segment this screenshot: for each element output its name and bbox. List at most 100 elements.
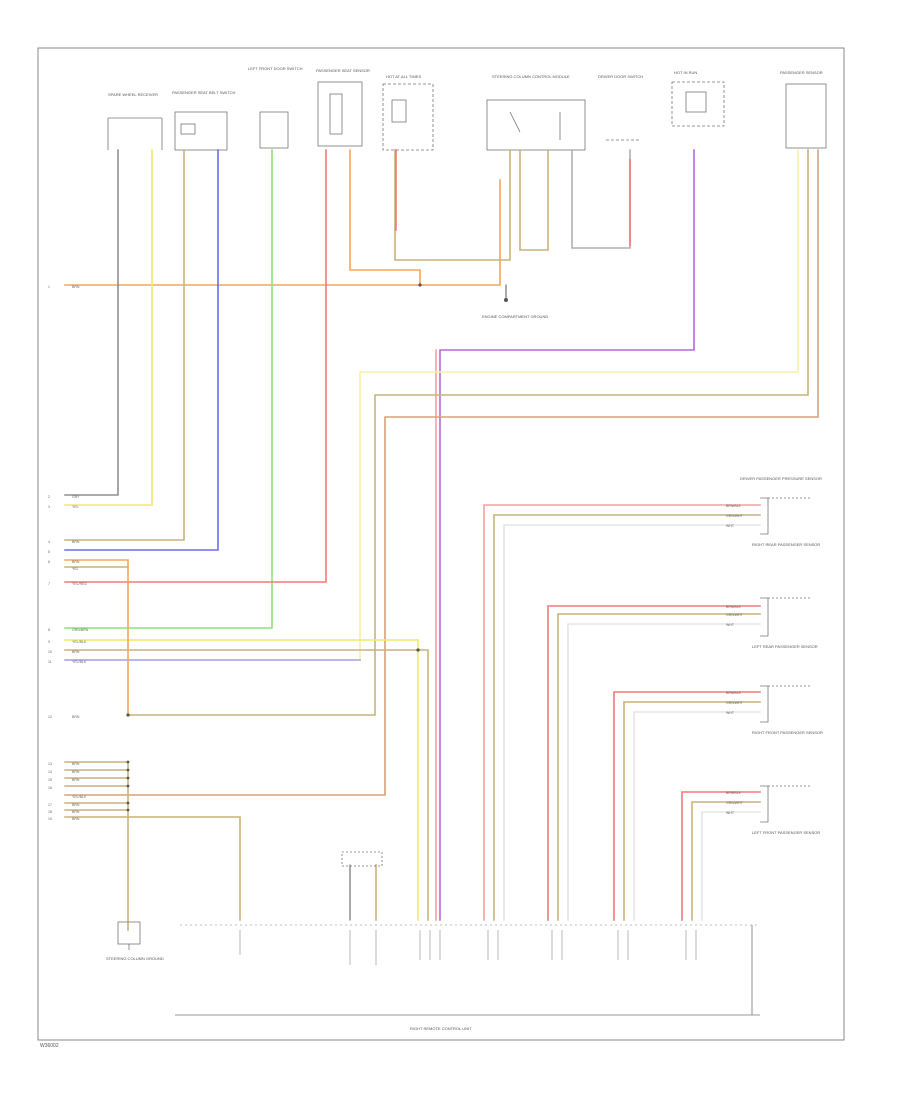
svg-text:14: 14 <box>48 770 52 774</box>
wire-yellow-mid <box>64 639 419 921</box>
left-wire-label-17: BRN <box>72 810 80 814</box>
sensor3-wire-white <box>633 711 761 921</box>
s2-pin-1: BRN/BLK <box>726 605 742 609</box>
wire-violet <box>439 149 695 921</box>
left-wire-label-15: YEL/BLK <box>72 795 87 799</box>
top-label-5: HOT AT ALL TIMES <box>386 74 421 79</box>
sensor1-title: DRIVER PASSENGER PRESSURE SENSOR <box>740 476 822 481</box>
wire-tan-1 <box>394 149 511 261</box>
sensor3-wire-red <box>613 691 761 921</box>
svg-text:13: 13 <box>48 762 52 766</box>
sensor1-caption: RIGHT REAR PASSENGER SENSOR <box>752 542 820 547</box>
bottom-module: RIGHT REMOTE CONTROL UNIT <box>175 924 760 1031</box>
left-wire-label-7: GRN/BRN <box>72 628 89 632</box>
top-components <box>107 81 827 151</box>
left-wire-label-10: YEL/BLK <box>72 660 87 664</box>
s1-pin-3: WHT <box>726 524 735 528</box>
left-wire-label-0: BRN <box>72 285 80 289</box>
steering-ground-box <box>341 851 383 867</box>
svg-text:8: 8 <box>48 628 50 632</box>
left-ground-component <box>117 921 141 950</box>
component-spare-wheel-receiver <box>107 117 163 150</box>
sensor-pin-labels: BRN/BLK GRN/WHT WHT BRN/BLK GRN/WHT WHT … <box>726 504 744 815</box>
top-label-8: HOT IN RUN <box>674 70 697 75</box>
s1-pin-1: BRN/BLK <box>726 504 742 508</box>
wire-tan-sensor <box>129 149 809 716</box>
sensor4-wire-white <box>701 811 761 921</box>
left-wire-label-9: BRN <box>72 650 80 654</box>
svg-text:2: 2 <box>48 495 50 499</box>
component-passenger-sensor <box>785 83 827 149</box>
s3-pin-1: BRN/BLK <box>726 691 742 695</box>
wire-red-left <box>64 149 327 583</box>
diagram-frame <box>37 47 845 1041</box>
s2-pin-3: WHT <box>726 623 735 627</box>
sensor4-caption: LEFT FRONT PASSENGER SENSOR <box>752 830 820 835</box>
sensor2-caption: LEFT REAR PASSENGER SENSOR <box>752 644 818 649</box>
top-label-6: STEERING COLUMN CONTROL MODULE <box>492 74 570 79</box>
svg-text:19: 19 <box>48 817 52 821</box>
sensor3-caption: RIGHT FRONT PASSENGER SENSOR <box>752 730 823 735</box>
wire-lightyellow-sensor <box>359 149 799 661</box>
top-label-2: PASSENGER SEAT BELT SWITCH <box>172 90 236 95</box>
top-label-9: PASSENGER SENSOR <box>780 70 823 75</box>
sensor4-wire-red <box>681 791 761 921</box>
top-label-1: SPARE WHEEL RECEIVER <box>108 92 158 97</box>
component-left-front-door-switch <box>259 111 289 149</box>
svg-text:6: 6 <box>48 560 50 564</box>
sensor2-wire-red <box>547 605 761 921</box>
sensor3-wire-tan <box>623 701 761 921</box>
left-wire-label-3: BRN <box>72 540 80 544</box>
left-wire-label-2: YEL <box>72 505 79 509</box>
wire-tan-2 <box>519 149 549 251</box>
left-wire-label-1: GRY <box>72 495 80 499</box>
sensor1-wire-white <box>503 524 761 921</box>
left-wire-label-4: BRN <box>72 560 80 564</box>
wire-tan-mid <box>64 649 429 921</box>
left-pin-numbers: 1 2 3 4 5 6 7 8 9 10 11 12 13 14 15 16 1… <box>48 285 52 821</box>
svg-text:12: 12 <box>48 715 52 719</box>
wire-gray-left <box>64 149 119 496</box>
s4-pin-1: BRN/BLK <box>726 791 742 795</box>
top-component-labels: SPARE WHEEL RECEIVER PASSENGER SEAT BELT… <box>108 66 823 97</box>
wire-brn-sensor <box>64 149 819 796</box>
wire-tan-left <box>64 149 185 541</box>
wire-gray-1 <box>571 149 631 249</box>
left-wire-label-16: BRN <box>72 803 80 807</box>
s3-pin-2: GRN/WHT <box>726 701 744 705</box>
component-steering-column-module <box>486 99 586 151</box>
svg-text:17: 17 <box>48 803 52 807</box>
left-wire-label-11: BRN <box>72 715 80 719</box>
bottom-module-label: RIGHT REMOTE CONTROL UNIT <box>410 1026 472 1031</box>
s4-pin-2: GRN/WHT <box>726 801 744 805</box>
component-passenger-seat-sensor <box>317 81 363 147</box>
s3-pin-3: WHT <box>726 711 735 715</box>
s4-pin-3: WHT <box>726 811 735 815</box>
wire-blue-left <box>64 149 219 551</box>
wire-yellow-left <box>64 149 153 506</box>
ground-label: ENGINE COMPARTMENT GROUND <box>482 314 548 319</box>
svg-text:16: 16 <box>48 786 52 790</box>
svg-text:11: 11 <box>48 660 52 664</box>
sensor4-wire-tan <box>691 801 761 921</box>
svg-text:5: 5 <box>48 550 50 554</box>
wire-orange-main <box>64 179 501 286</box>
left-wire-label-18: BRN <box>72 817 80 821</box>
sensor-captions: DRIVER PASSENGER PRESSURE SENSOR RIGHT R… <box>740 476 823 835</box>
component-hot-at-all-times <box>382 83 434 151</box>
wire-green-left <box>64 149 273 629</box>
left-wire-label-6: YEL/RED <box>72 582 87 586</box>
wire-orange-2 <box>349 149 421 286</box>
left-wire-label-14: BRN <box>72 778 80 782</box>
sensor-connectors <box>760 497 812 823</box>
top-label-4: PASSENGER SEAT SENSOR <box>316 68 370 73</box>
sensor1-wire-tan <box>493 514 761 921</box>
svg-text:10: 10 <box>48 650 52 654</box>
top-label-7: DRIVER DOOR SWITCH <box>598 74 643 79</box>
component-passenger-seat-belt-switch <box>174 111 228 151</box>
left-wire-label-8: YEL/BLK <box>72 640 87 644</box>
top-label-3: LEFT FRONT DOOR SWITCH <box>248 66 303 71</box>
svg-text:9: 9 <box>48 640 50 644</box>
wires <box>64 149 819 931</box>
